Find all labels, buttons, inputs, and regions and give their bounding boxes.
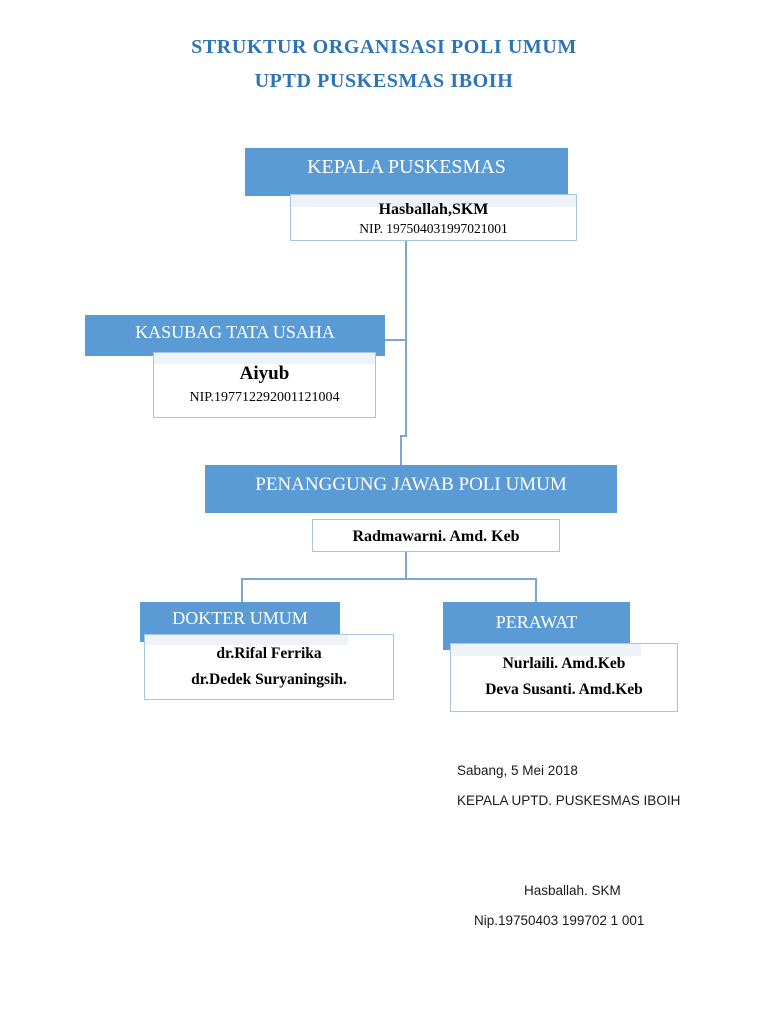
node-dokter-umum-namebox: dr.Rifal Ferrika dr.Dedek Suryaningsih. bbox=[144, 634, 394, 700]
node-kasubag-tata-usaha-header: KASUBAG TATA USAHA bbox=[85, 315, 385, 356]
node-perawat-header-label: PERAWAT bbox=[495, 612, 578, 632]
node-kasubag-tata-usaha-header-label: KASUBAG TATA USAHA bbox=[135, 322, 335, 342]
node-kasubag-tata-usaha-name: Aiyub bbox=[239, 363, 290, 384]
connector-jog-down bbox=[400, 435, 402, 465]
node-kepala-puskesmas-namebox: Hasballah,SKM NIP. 197504031997021001 bbox=[290, 194, 577, 241]
node-perawat-name-2: Deva Susanti. Amd.Keb bbox=[485, 681, 643, 698]
connector-split-horizontal bbox=[241, 578, 536, 580]
connector-kasubag-branch bbox=[383, 339, 406, 341]
footer-office: KEPALA UPTD. PUSKESMAS IBOIH bbox=[457, 793, 681, 808]
page-title-line-1: STRUKTUR ORGANISASI POLI UMUM bbox=[191, 36, 577, 58]
node-kepala-puskesmas-nip: NIP. 197504031997021001 bbox=[359, 221, 508, 236]
node-perawat-name-1: Nurlaili. Amd.Keb bbox=[502, 655, 626, 672]
node-kepala-puskesmas-header: KEPALA PUSKESMAS bbox=[245, 148, 568, 196]
node-kepala-puskesmas-name: Hasballah,SKM bbox=[378, 201, 489, 218]
node-dokter-umum-header-label: DOKTER UMUM bbox=[172, 608, 308, 628]
page-title: STRUKTUR ORGANISASI POLI UMUM UPTD PUSKE… bbox=[0, 30, 768, 98]
footer-signer-name: Hasballah. SKM bbox=[524, 883, 621, 898]
node-penanggung-jawab-name: Radmawarni. Amd. Keb bbox=[352, 528, 520, 545]
node-penanggung-jawab-header-label: PENANGGUNG JAWAB POLI UMUM bbox=[255, 474, 567, 495]
node-penanggung-jawab-namebox: Radmawarni. Amd. Keb bbox=[312, 519, 560, 552]
connector-kepala-down bbox=[405, 240, 407, 435]
footer-signer-nip: Nip.19750403 199702 1 001 bbox=[474, 913, 645, 928]
node-kasubag-tata-usaha-namebox: Aiyub NIP.197712292001121004 bbox=[153, 352, 376, 418]
node-kasubag-tata-usaha-nip: NIP.197712292001121004 bbox=[189, 390, 340, 405]
footer-place-date: Sabang, 5 Mei 2018 bbox=[457, 763, 578, 778]
node-penanggung-jawab-header: PENANGGUNG JAWAB POLI UMUM bbox=[205, 465, 617, 513]
node-kepala-puskesmas-header-label: KEPALA PUSKESMAS bbox=[307, 156, 506, 178]
page-title-line-2: UPTD PUSKESMAS IBOIH bbox=[254, 70, 514, 92]
node-dokter-umum-name-2: dr.Dedek Suryaningsih. bbox=[191, 671, 347, 688]
connector-jog-horizontal bbox=[400, 435, 407, 437]
node-perawat-header: PERAWAT bbox=[443, 602, 630, 650]
connector-penanggung-down bbox=[405, 551, 407, 579]
connector-perawat-drop bbox=[535, 578, 537, 605]
connector-dokter-drop bbox=[241, 578, 243, 605]
node-dokter-umum-name-1: dr.Rifal Ferrika bbox=[216, 645, 322, 662]
node-perawat-namebox: Nurlaili. Amd.Keb Deva Susanti. Amd.Keb bbox=[450, 643, 678, 712]
